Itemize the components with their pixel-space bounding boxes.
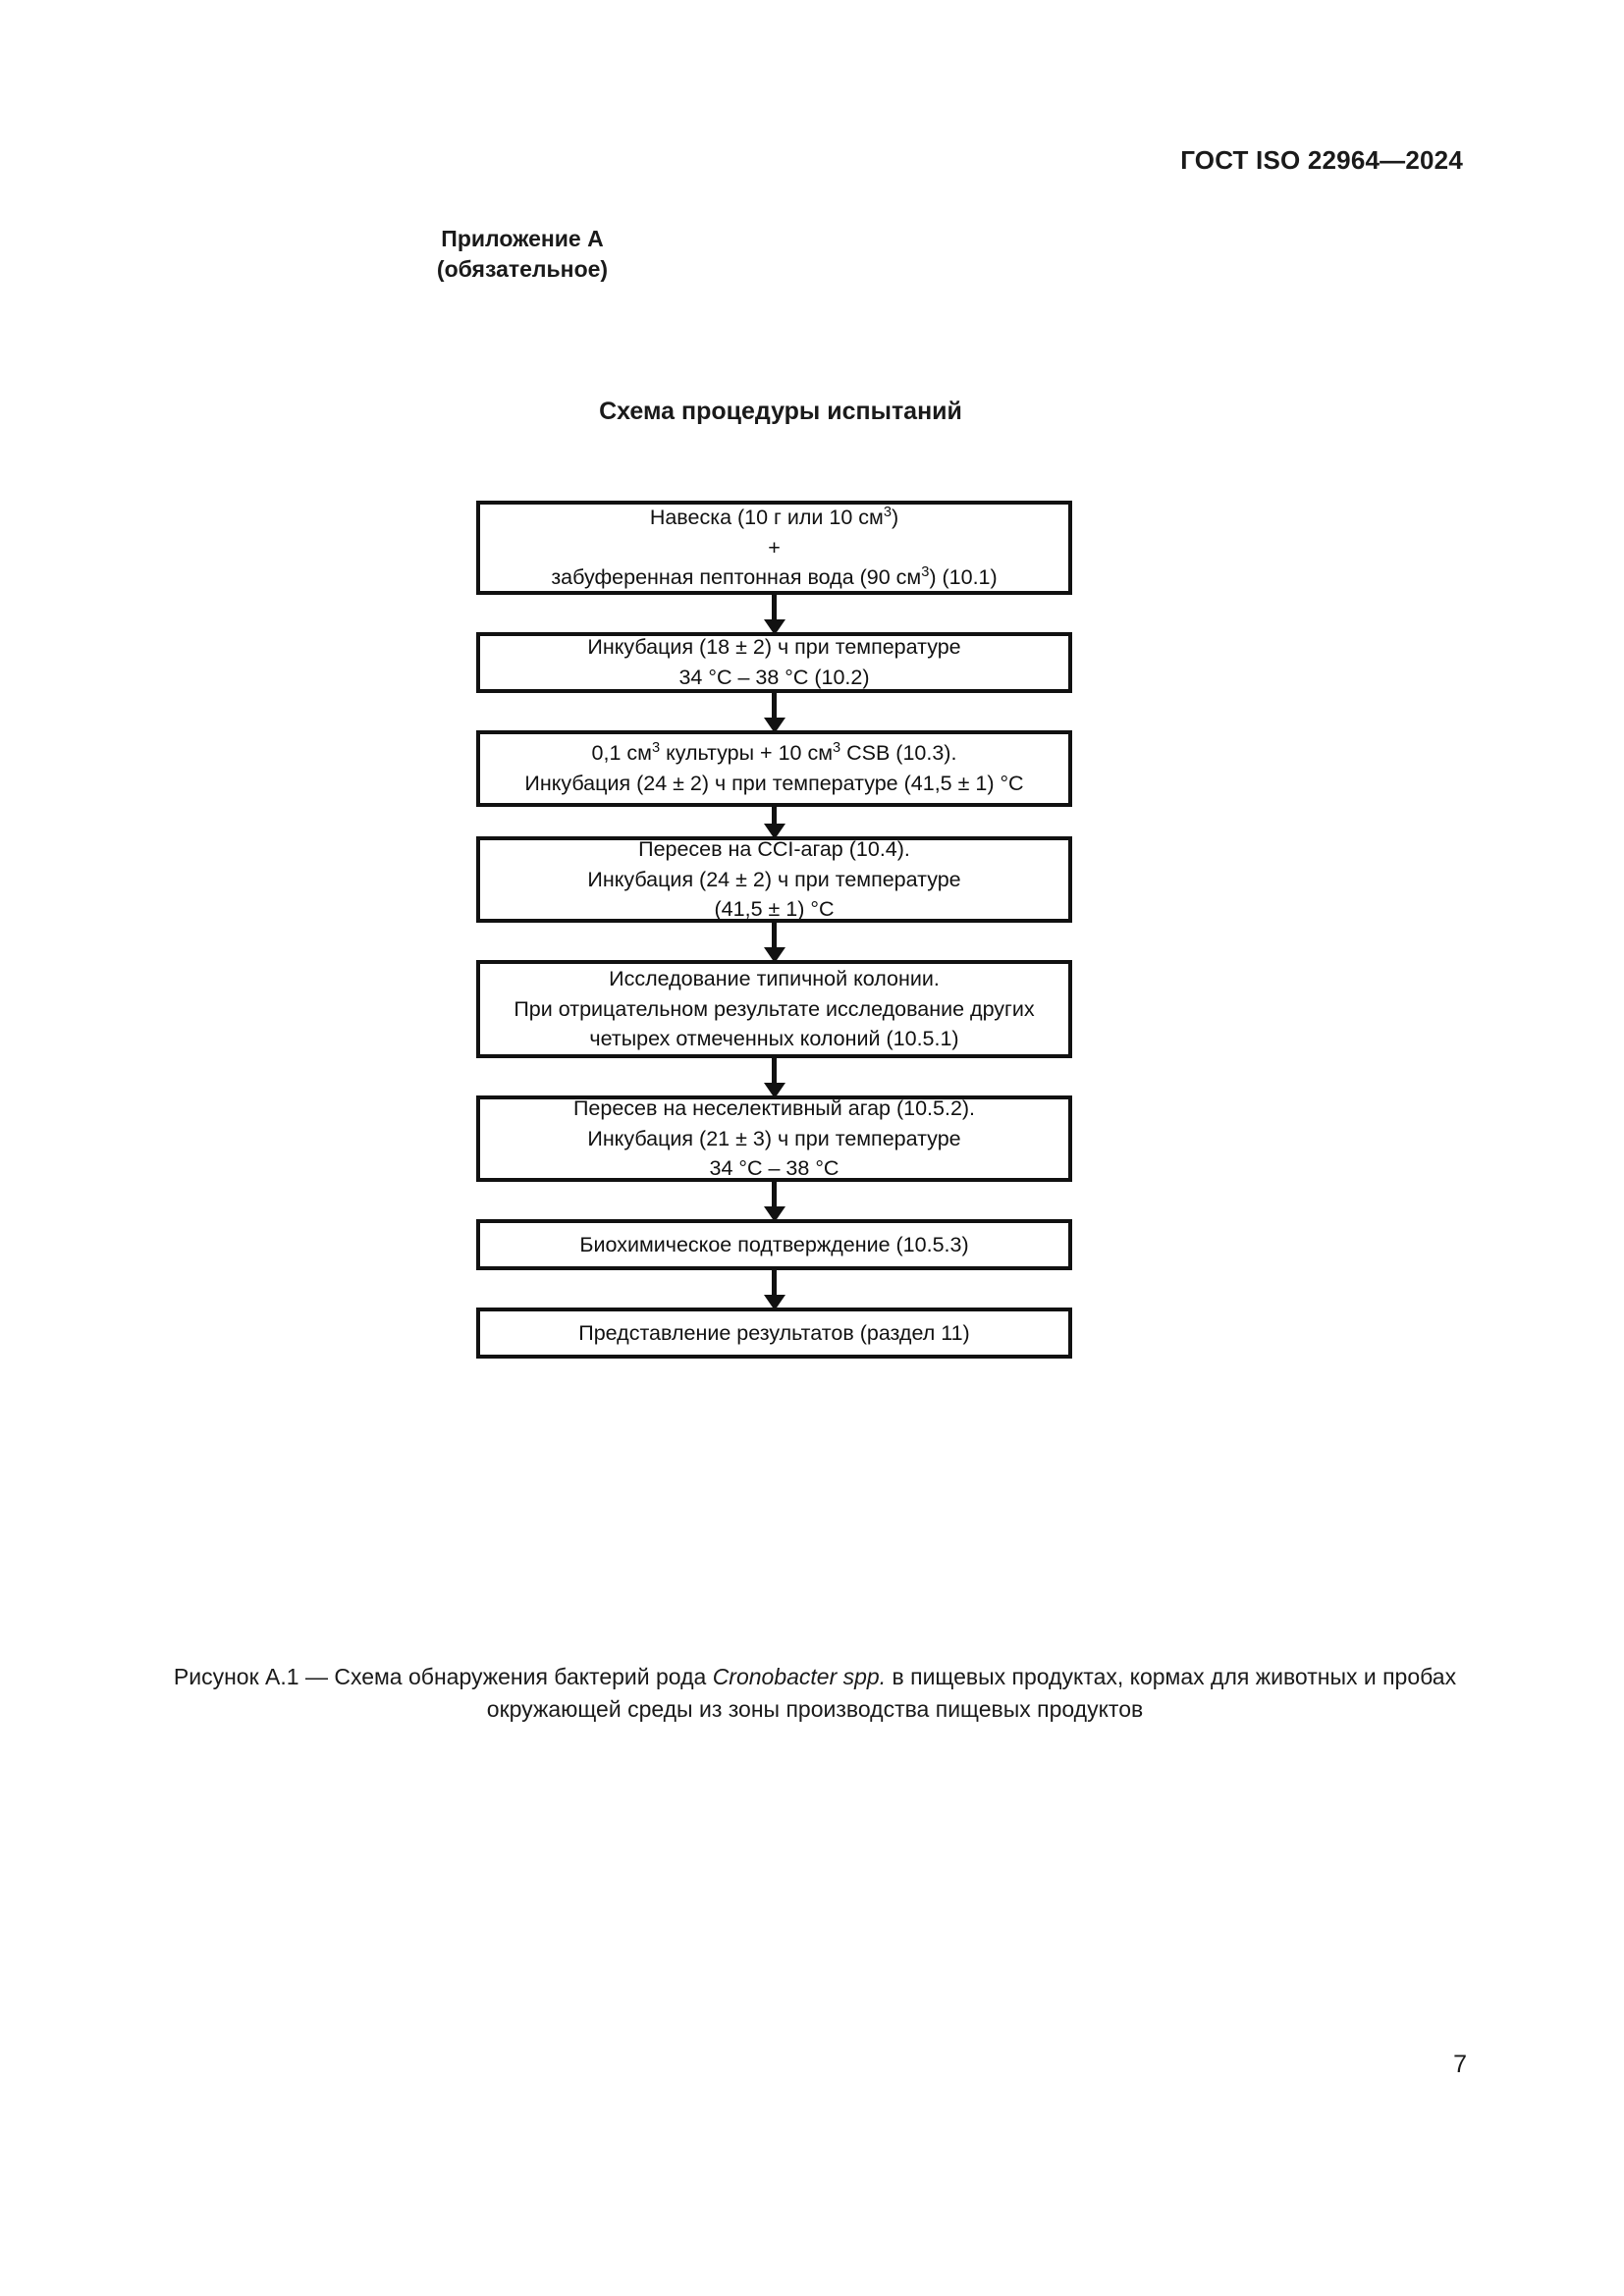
arrow-head-down-icon [763,1083,785,1098]
flow-node-csb-enrichment: 0,1 см3 культуры + 10 см3 CSB (10.3).Инк… [476,730,1072,807]
arrow-head-down-icon [763,824,785,839]
figure-caption-species: Cronobacter spp. [712,1664,887,1689]
annex-title: Приложение А [441,226,604,251]
arrow-head-down-icon [763,1206,785,1222]
flow-node-text: Биохимическое подтверждение (10.5.3) [579,1232,969,1256]
arrow-stem [772,595,777,621]
flow-node-report-results: Представление результатов (раздел 11) [476,1308,1072,1359]
flow-node-text: Навеска (10 г или 10 см3)+забуференная п… [551,505,998,590]
flow-arrow [476,1058,1072,1098]
flow-arrow [476,595,1072,635]
flow-node-typical-colony-examination: Исследование типичной колонии.При отрица… [476,960,1072,1058]
flow-node-text: 0,1 см3 культуры + 10 см3 CSB (10.3).Инк… [524,740,1024,795]
annex-heading: Приложение А (обязательное) [0,224,1045,284]
arrow-head-down-icon [763,619,785,635]
flow-arrow [476,1270,1072,1310]
arrow-head-down-icon [763,1295,785,1310]
flow-node-nonselective-agar: Пересев на неселективный агар (10.5.2).И… [476,1095,1072,1182]
arrow-head-down-icon [763,947,785,963]
scheme-title: Схема процедуры испытаний [599,398,962,425]
annex-subtitle: (обязательное) [436,255,609,282]
arrow-stem [772,807,777,826]
flow-node-text: Пересев на CCI-агар (10.4).Инкубация (24… [587,837,961,922]
flow-node-weighed-sample: Навеска (10 г или 10 см3)+забуференная п… [476,501,1072,595]
flow-node-text: Исследование типичной колонии.При отрица… [514,967,1035,1051]
arrow-stem [772,1270,777,1297]
running-header: ГОСТ ISO 22964—2024 [1180,145,1463,175]
page-number: 7 [1453,2051,1467,2078]
arrow-stem [772,923,777,949]
flow-arrow [476,693,1072,733]
flow-arrow [476,807,1072,839]
flow-node-cci-agar-plating: Пересев на CCI-агар (10.4).Инкубация (24… [476,836,1072,923]
flow-node-biochemical-confirmation: Биохимическое подтверждение (10.5.3) [476,1219,1072,1270]
arrow-stem [772,1058,777,1085]
arrow-head-down-icon [763,718,785,733]
test-procedure-flowchart: Навеска (10 г или 10 см3)+забуференная п… [476,501,1072,1359]
figure-caption-prefix: Рисунок А.1 — Схема обнаружения бактерий… [173,1664,713,1689]
flow-arrow [476,923,1072,963]
figure-caption-suffix: в пищевых продуктах, кормах для животных… [486,1664,1457,1723]
figure-caption: Рисунок А.1 — Схема обнаружения бактерий… [108,1661,1522,1727]
flow-node-text: Представление результатов (раздел 11) [578,1320,970,1345]
flow-node-text: Пересев на неселективный агар (10.5.2).И… [572,1096,976,1181]
arrow-stem [772,693,777,720]
flow-arrow [476,1182,1072,1222]
arrow-stem [772,1182,777,1208]
